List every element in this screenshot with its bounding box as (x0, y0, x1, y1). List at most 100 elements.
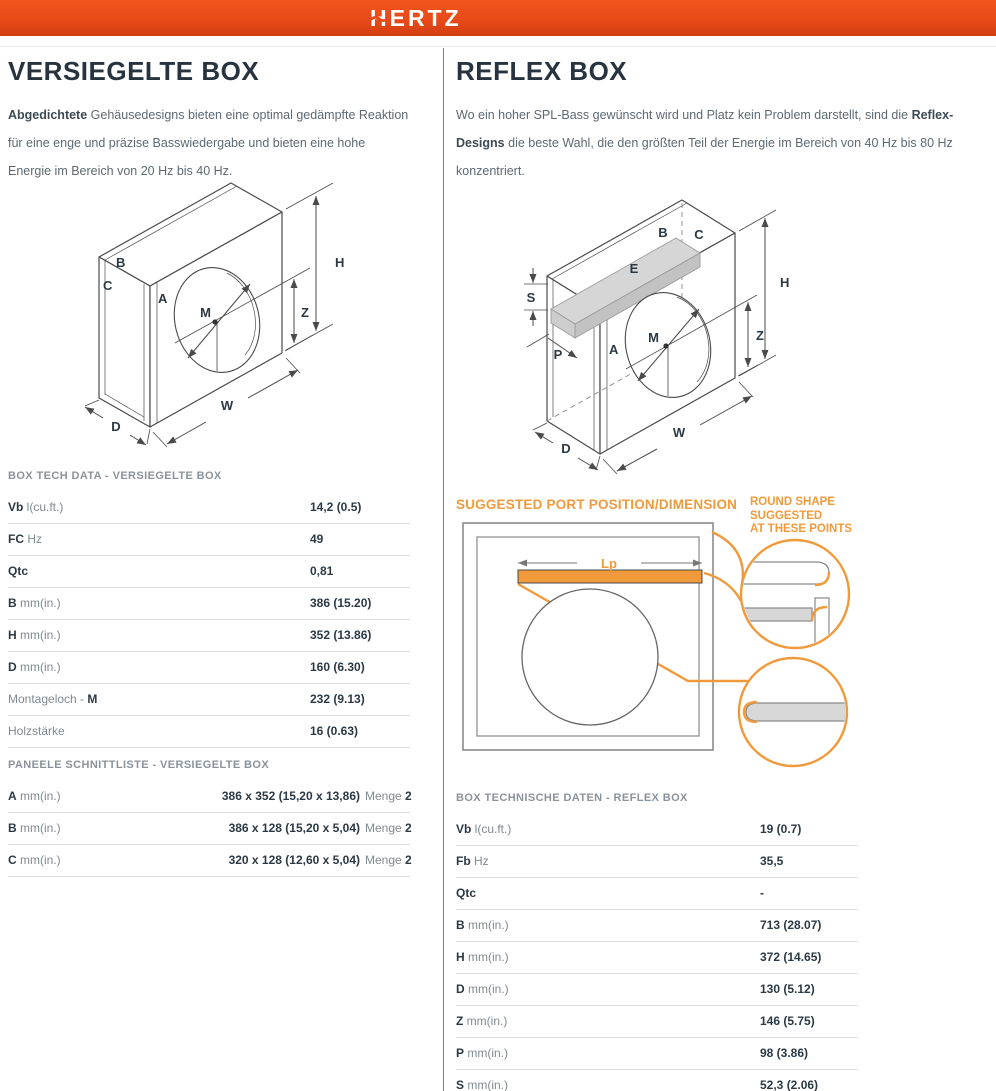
table-row: H mm(in.)352 (13.86) (8, 620, 410, 652)
label-a: A (609, 342, 619, 357)
dimension-s (524, 268, 548, 326)
dimension-h (738, 209, 777, 377)
label-h: H (780, 275, 789, 290)
row-value: 386 (15.20) (310, 596, 372, 610)
port-position-heading: SUGGESTED PORT POSITION/DIMENSION (456, 497, 738, 512)
label-a: A (158, 291, 168, 306)
row-value: 52,3 (2.06) (760, 1078, 819, 1091)
logo-wave-icon (371, 16, 388, 22)
label-c: C (103, 278, 113, 293)
label-m: M (200, 305, 211, 320)
dimension-h (285, 182, 334, 351)
row-value: - (760, 886, 764, 900)
table-row: Qtc- (456, 878, 858, 910)
label-d: D (561, 441, 570, 456)
row-value: 35,5 (760, 854, 784, 868)
table-row: B mm(in.)386 (15.20) (8, 588, 410, 620)
woofer-hole (624, 292, 758, 398)
table-row: B mm(in.)713 (28.07) (456, 910, 858, 942)
label-p: P (554, 347, 563, 362)
row-value: 130 (5.12) (760, 982, 815, 996)
row-value: 232 (9.13) (310, 692, 365, 706)
dimension-d (532, 422, 601, 471)
reflex-box-title: REFLEX BOX (456, 56, 628, 86)
table-row: P mm(in.)98 (3.86) (456, 1038, 858, 1070)
table-row: Z mm(in.)146 (5.75) (456, 1006, 858, 1038)
sealed-panels-table: PANEELE SCHNITTLISTE - VERSIEGELTE BOX A… (8, 759, 412, 877)
dimension-p (526, 333, 578, 359)
row-value: 16 (0.63) (310, 724, 359, 738)
callout-bottom (737, 656, 849, 768)
row-value: 19 (0.7) (760, 822, 802, 836)
label-d: D (111, 419, 120, 434)
table-row: B mm(in.)386 x 128 (15,20 x 5,04)Menge 2 (8, 813, 412, 845)
table-row: D mm(in.)160 (6.30) (8, 652, 410, 684)
row-qty: Menge 2 (365, 853, 412, 867)
label-lp: Lp (601, 556, 617, 571)
header-separator (0, 46, 996, 47)
label-m: M (648, 330, 659, 345)
row-value: 352 (13.86) (310, 628, 372, 642)
column-divider (443, 48, 444, 1091)
row-qty: Menge 2 (365, 789, 412, 803)
callout-top (739, 538, 851, 650)
sealed-box-diagram: B C A M H Z W D (84, 182, 344, 448)
dimension-w (152, 357, 301, 448)
table-row: C mm(in.)320 x 128 (12,60 x 5,04)Menge 2 (8, 845, 412, 877)
row-value: 0,81 (310, 564, 334, 578)
intro-rest: Gehäusedesigns bieten eine optimal gedäm… (8, 107, 409, 178)
label-b: B (658, 225, 667, 240)
port-position-diagram: Lp (462, 522, 851, 768)
label-c: C (694, 227, 704, 242)
label-w: W (673, 425, 686, 440)
label-w: W (221, 398, 234, 413)
row-value: 320 x 128 (12,60 x 5,04) (228, 853, 360, 867)
row-value: 98 (3.86) (760, 1046, 809, 1060)
reflex-box-diagram: B C E S A M P H Z W D (524, 199, 789, 475)
reflex-box-intro: Wo ein hoher SPL-Bass gewünscht wird und… (456, 107, 954, 178)
dimension-z (737, 302, 759, 377)
row-value: 386 x 352 (15,20 x 13,86) (221, 789, 360, 803)
row-value: 160 (6.30) (310, 660, 365, 674)
label-z: Z (301, 305, 309, 320)
table-title: BOX TECHNISCHE DATEN - REFLEX BOX (456, 792, 688, 804)
label-z: Z (756, 328, 764, 343)
label-h: H (335, 255, 344, 270)
woofer-hole (173, 267, 311, 373)
table-row: A mm(in.)386 x 352 (15,20 x 13,86)Menge … (8, 781, 412, 813)
row-value: 386 x 128 (15,20 x 5,04) (228, 821, 360, 835)
reflex-tech-table: BOX TECHNISCHE DATEN - REFLEX BOX Vb l(c… (456, 792, 858, 1091)
row-qty: Menge 2 (365, 821, 412, 835)
round-shape-note: ROUND SHAPE SUGGESTED AT THESE POINTS (750, 496, 853, 535)
table-row: Vb l(cu.ft.)19 (0.7) (456, 814, 858, 846)
sealed-box-intro: Abgedichtete Gehäusedesigns bieten eine … (8, 101, 410, 185)
port-slab (550, 237, 701, 339)
label-b: B (116, 255, 125, 270)
dimension-w (602, 381, 754, 475)
dimension-d (84, 399, 151, 446)
row-value: 14,2 (0.5) (310, 500, 362, 514)
label-s: S (527, 290, 536, 305)
table-row: H mm(in.)372 (14.65) (456, 942, 858, 974)
dimension-z (284, 279, 314, 352)
header-bar: HERTZ (0, 0, 996, 36)
row-value: 49 (310, 532, 324, 546)
lp-dimension: Lp (518, 556, 702, 571)
sealed-box-title: VERSIEGELTE BOX (8, 56, 260, 86)
table-row: S mm(in.)52,3 (2.06) (456, 1070, 858, 1091)
row-value: 372 (14.65) (760, 950, 822, 964)
port-bar (517, 569, 703, 584)
table-row: D mm(in.)130 (5.12) (456, 974, 858, 1006)
row-value: 713 (28.07) (760, 918, 822, 932)
intro-bold: Abgedichtete (8, 107, 88, 122)
table-title: PANEELE SCHNITTLISTE - VERSIEGELTE BOX (8, 759, 270, 771)
table-row: Vb l(cu.ft.)14,2 (0.5) (8, 492, 410, 524)
hertz-logo: HERTZ (370, 5, 462, 31)
sealed-tech-table: BOX TECH DATA - VERSIEGELTE BOX Vb l(cu.… (8, 470, 410, 748)
